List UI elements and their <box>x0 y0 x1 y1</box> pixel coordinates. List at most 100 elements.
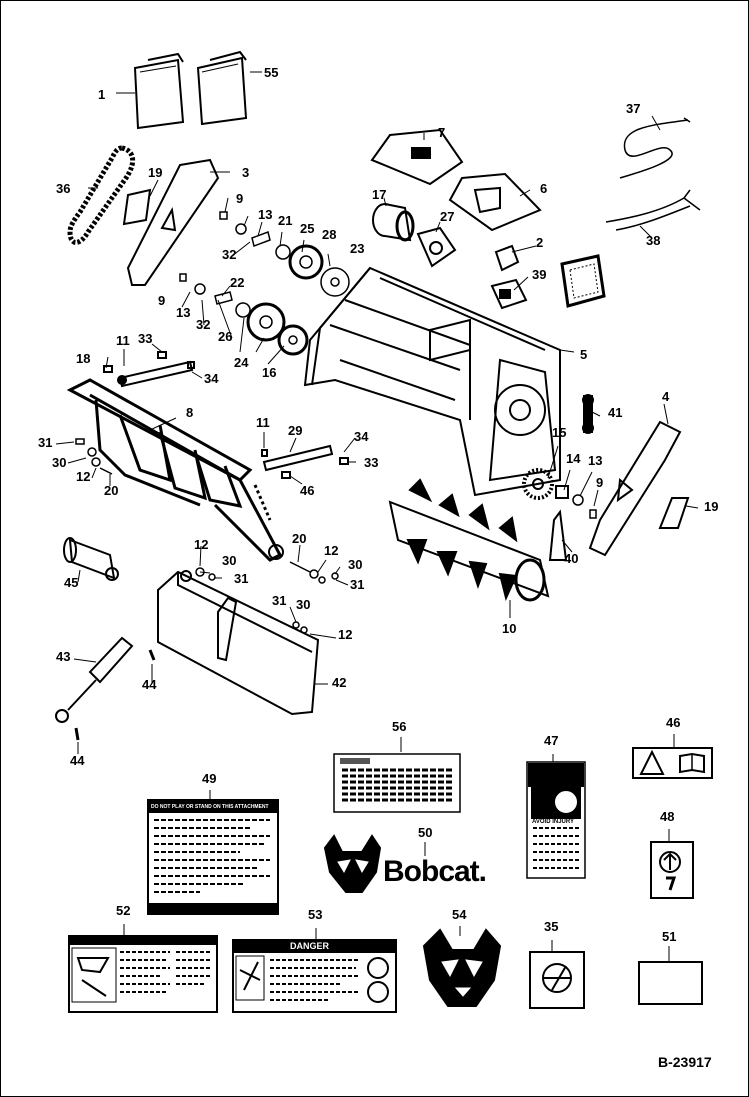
callout-38: 38 <box>646 233 661 248</box>
callout-51: 51 <box>662 929 677 944</box>
part-8-frame <box>66 378 284 562</box>
callout-17: 17 <box>372 187 387 202</box>
part-45-motor <box>63 537 119 581</box>
callout-14: 14 <box>566 451 581 466</box>
rod-upper <box>103 351 195 388</box>
callout-11-a: 11 <box>116 333 130 348</box>
hardware-left <box>179 211 350 356</box>
callout-8: 8 <box>186 405 194 420</box>
callout-12-d: 12 <box>338 627 353 642</box>
callout-43: 43 <box>56 649 71 664</box>
callout-10: 10 <box>502 621 517 636</box>
callout-15: 15 <box>552 425 567 440</box>
callout-9-b: 9 <box>158 293 166 308</box>
part-19-decal <box>122 188 152 226</box>
part-7-cover <box>370 128 464 186</box>
callout-6: 6 <box>540 181 548 196</box>
callout-40: 40 <box>564 551 579 566</box>
callout-13-a: 13 <box>258 207 273 222</box>
figure-id: B-23917 <box>658 1054 712 1070</box>
callout-26: 26 <box>218 329 233 344</box>
part-27-bearing <box>416 226 457 268</box>
callout-20-a: 20 <box>104 483 119 498</box>
decal-49 <box>147 799 279 915</box>
callout-9-c: 9 <box>596 475 604 490</box>
decal-47 <box>526 761 586 879</box>
callout-12-a: 12 <box>76 469 91 484</box>
decal-35 <box>529 951 585 1009</box>
callout-20-b: 20 <box>292 531 307 546</box>
part-2-bracket <box>494 244 520 272</box>
decal-56 <box>333 753 461 813</box>
callout-47: 47 <box>544 733 559 748</box>
part-10-rotor <box>388 478 550 602</box>
callout-56: 56 <box>392 719 407 734</box>
callout-16: 16 <box>262 365 277 380</box>
decal-52 <box>68 935 218 1013</box>
callout-33-a: 33 <box>138 331 153 346</box>
part-38-harness <box>605 189 701 231</box>
callout-31-d: 31 <box>272 593 287 608</box>
part-9-bolt-right <box>589 509 597 519</box>
callout-12-b: 12 <box>324 543 339 558</box>
decal-48 <box>650 841 694 899</box>
callout-31-b: 31 <box>234 571 249 586</box>
callout-25: 25 <box>300 221 315 236</box>
callout-2: 2 <box>536 235 544 250</box>
callout-46-a: 46 <box>300 483 315 498</box>
callout-12-c: 12 <box>194 537 209 552</box>
part-14-bushing <box>555 485 569 499</box>
part-41-stack <box>582 394 594 434</box>
hardware-frame-right <box>195 561 339 634</box>
callout-41: 41 <box>608 405 623 420</box>
callout-30-d: 30 <box>296 597 311 612</box>
part-44-bolt-upper <box>148 649 156 661</box>
callout-3: 3 <box>242 165 250 180</box>
part-55-block <box>196 50 248 126</box>
callout-50: 50 <box>418 825 433 840</box>
decal-46 <box>632 747 713 779</box>
decal-51 <box>638 961 703 1005</box>
callout-33-b: 33 <box>364 455 379 470</box>
callout-55: 55 <box>264 65 279 80</box>
callout-32-b: 32 <box>196 317 211 332</box>
decal-49-heading: DO NOT PLAY OR STAND ON THIS ATTACHMENT <box>151 804 269 810</box>
callout-53: 53 <box>308 907 323 922</box>
callout-35: 35 <box>544 919 559 934</box>
callout-32-a: 32 <box>222 247 237 262</box>
callout-21: 21 <box>278 213 293 228</box>
callout-44-b: 44 <box>70 753 85 768</box>
decal-47-heading: AVOID INJURY <box>532 819 575 825</box>
part-36-belt <box>67 145 136 245</box>
callout-11-b: 11 <box>256 415 270 430</box>
callout-30-b: 30 <box>348 557 363 572</box>
callout-36: 36 <box>56 181 71 196</box>
callout-49: 49 <box>202 771 217 786</box>
part-44-bolt-lower <box>74 727 80 741</box>
part-19-decal-right <box>658 497 690 529</box>
main-housing <box>303 266 561 497</box>
callout-5: 5 <box>580 347 588 362</box>
callout-48: 48 <box>660 809 675 824</box>
callout-30-c: 30 <box>222 553 237 568</box>
callout-34-b: 34 <box>354 429 369 444</box>
callout-46-b: 46 <box>666 715 681 730</box>
callout-42: 42 <box>332 675 347 690</box>
part-4-side-plate <box>588 420 682 557</box>
part-5-plate <box>560 254 606 308</box>
callout-24: 24 <box>234 355 249 370</box>
callout-39: 39 <box>532 267 547 282</box>
part-40-wedge <box>548 509 568 561</box>
callout-4: 4 <box>662 389 670 404</box>
callout-1: 1 <box>98 87 106 102</box>
callout-7: 7 <box>438 125 446 140</box>
callout-28: 28 <box>322 227 337 242</box>
part-1-block <box>133 52 185 130</box>
callout-19: 19 <box>148 165 163 180</box>
callout-37: 37 <box>626 101 641 116</box>
part-37-harness <box>619 117 691 179</box>
leader-lines <box>55 71 699 962</box>
callout-19-b: 19 <box>704 499 719 514</box>
part-42-guard <box>157 570 320 716</box>
